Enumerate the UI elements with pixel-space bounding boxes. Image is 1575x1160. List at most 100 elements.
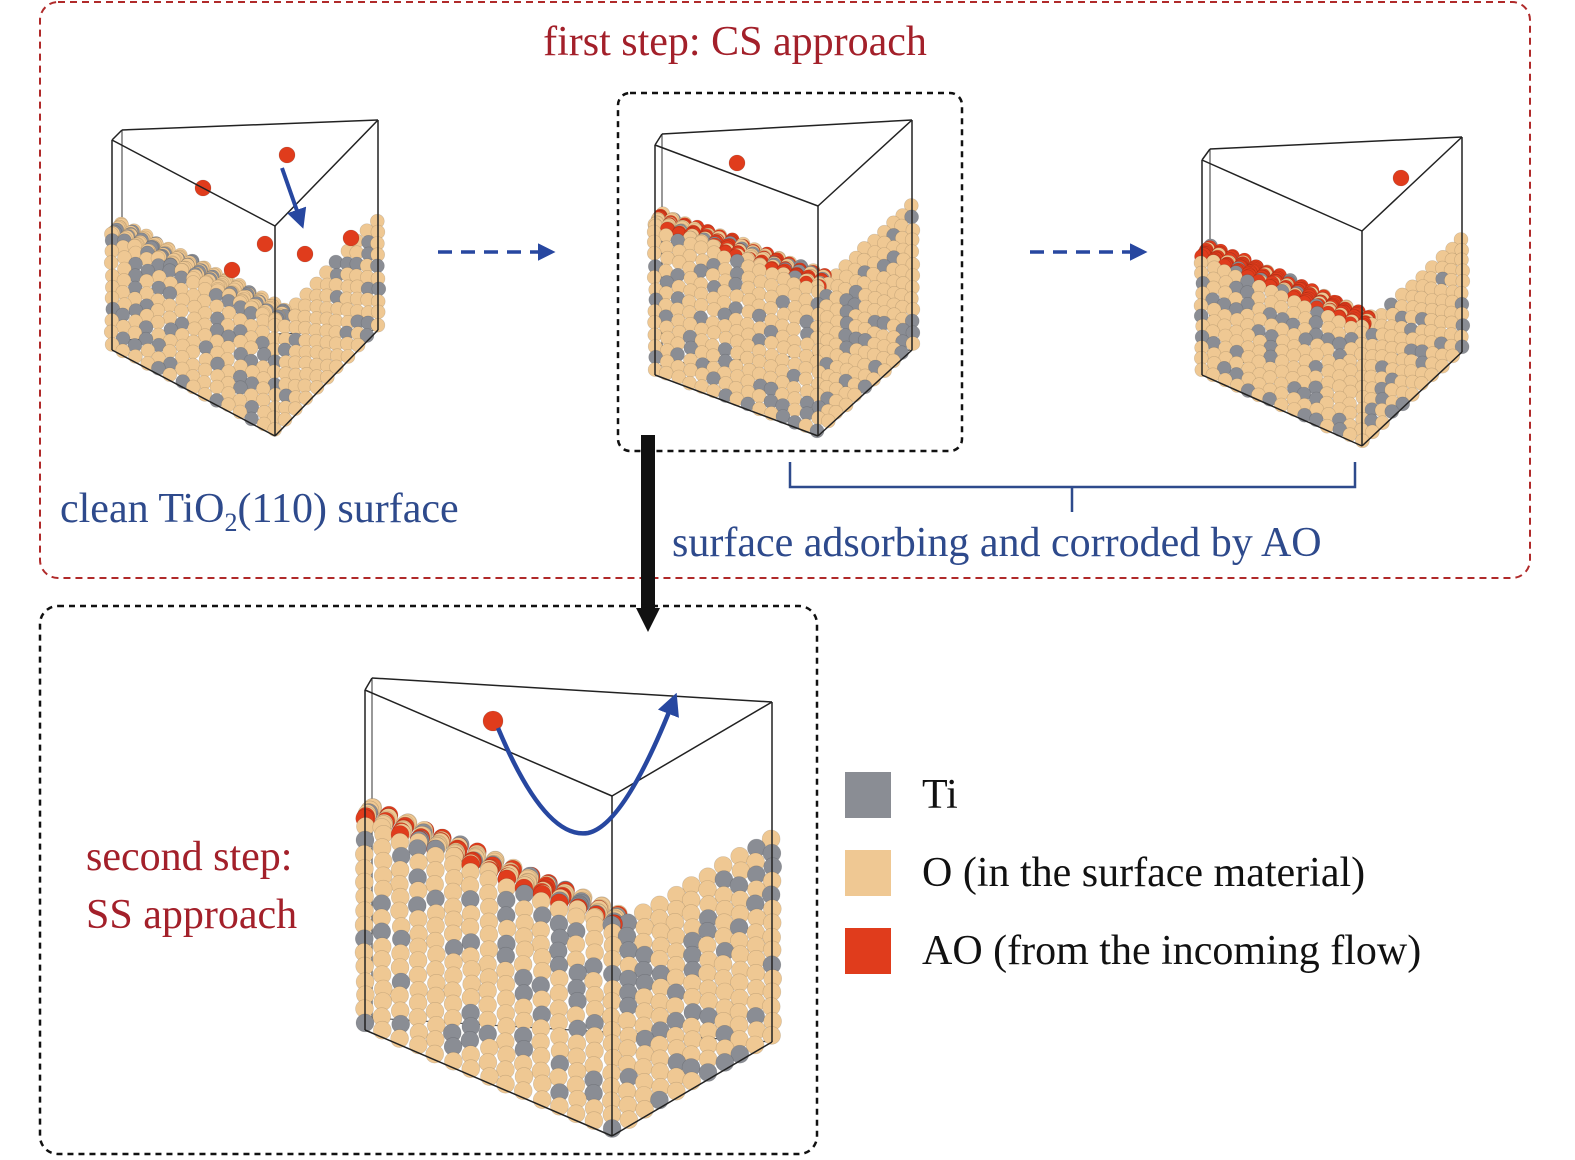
adsorbing-surface-box <box>646 119 921 439</box>
atom-slab <box>103 213 387 437</box>
box-front-edges <box>654 119 913 437</box>
bounce-trajectory-arrow <box>495 692 679 836</box>
box-edge <box>611 1041 773 1137</box>
o-atom <box>309 380 325 395</box>
box-front-edges <box>111 119 379 437</box>
o-atom <box>1375 415 1390 431</box>
atom-slab <box>1193 232 1471 449</box>
o-atom <box>288 401 303 417</box>
box-edge <box>661 119 913 135</box>
o-atom <box>798 371 814 387</box>
o-atom <box>319 369 335 385</box>
ti-atom <box>1384 404 1400 419</box>
legend-label-ti: Ti <box>922 772 958 818</box>
o-atom <box>1405 387 1420 402</box>
first-step-frame <box>39 1 1531 579</box>
selected-state-frame <box>616 91 964 453</box>
o-atom <box>905 336 921 351</box>
incoming-ao-arrow <box>280 167 307 229</box>
ao-atom <box>482 710 504 732</box>
ao-atom <box>256 235 274 253</box>
box-edge <box>1361 136 1463 232</box>
ti-atom <box>359 328 375 343</box>
box-edge <box>817 119 913 207</box>
ao-atom <box>728 154 746 172</box>
box-edge <box>364 677 373 691</box>
second-step-label-line1: second step: <box>86 834 292 880</box>
o-atom <box>372 1020 392 1040</box>
o-atom <box>390 901 409 921</box>
box-edge <box>274 119 379 227</box>
o-atom <box>1445 348 1460 364</box>
ti-atom <box>515 884 534 904</box>
o-atom <box>298 390 314 406</box>
o-atom <box>350 337 366 353</box>
ti-atom <box>1395 396 1410 412</box>
o-atom <box>128 349 143 364</box>
o-atom <box>340 349 356 364</box>
box-edge <box>1201 374 1363 447</box>
clean-surface-label: clean TiO2(110) surface <box>60 486 459 537</box>
ss-approach-box <box>354 677 783 1138</box>
second-step-frame <box>38 604 819 1156</box>
box-edge <box>274 329 379 437</box>
atom-slab <box>646 198 921 439</box>
ti-atom <box>715 1053 735 1072</box>
box-edge <box>111 129 123 141</box>
box-edge <box>1209 136 1463 150</box>
legend-label-ao: AO (from the incoming flow) <box>922 928 1421 974</box>
box-edge <box>817 349 913 437</box>
box-edge <box>371 677 773 703</box>
o-atom <box>162 367 178 383</box>
box-edge <box>1201 159 1363 232</box>
second-step-label-line2: SS approach <box>86 892 297 938</box>
o-atom <box>1365 424 1380 440</box>
transition-arrow-head <box>636 608 660 632</box>
o-atom <box>838 397 854 413</box>
atom-slab <box>354 798 783 1138</box>
ti-atom <box>371 281 387 297</box>
clean-label-prefix: clean TiO <box>60 486 225 532</box>
box-front-edges <box>1201 136 1463 447</box>
box-edge <box>654 374 819 437</box>
legend-swatch-o <box>845 850 891 896</box>
ao-atom <box>296 245 314 263</box>
ao-atom <box>342 229 360 247</box>
o-atom <box>329 359 344 375</box>
o-atom <box>730 945 750 964</box>
ao-atom <box>223 261 241 279</box>
ti-atom <box>1308 412 1324 428</box>
ti-atom <box>751 308 767 324</box>
corroded-surface-box <box>1193 136 1471 449</box>
o-atom <box>584 1111 604 1130</box>
box-edge <box>121 119 379 131</box>
o-atom <box>705 267 721 283</box>
o-atom <box>513 1081 533 1100</box>
clean-label-subscript: 2 <box>225 508 238 537</box>
o-atom <box>277 412 293 427</box>
box-edge <box>111 139 276 227</box>
o-atom <box>550 1097 569 1116</box>
first-step-title: first step: CS approach <box>543 19 927 65</box>
clean-label-suffix: (110) surface <box>238 486 459 532</box>
o-atom <box>103 255 119 270</box>
ao-atom <box>1392 169 1410 187</box>
legend-swatch-ao <box>845 928 891 974</box>
o-atom <box>1414 376 1429 391</box>
o-atom <box>764 335 779 351</box>
transition-arrow-shaft <box>641 435 655 610</box>
o-atom <box>646 270 662 285</box>
box-edge <box>1201 148 1211 161</box>
o-atom <box>1455 273 1471 289</box>
bracket-label: surface adsorbing and corroded by AO <box>672 520 1322 566</box>
box-edge <box>654 133 663 146</box>
o-atom <box>1342 427 1358 443</box>
clean-surface-box <box>103 119 387 437</box>
o-atom <box>408 1035 428 1055</box>
o-atom <box>877 363 892 379</box>
box-edge <box>654 144 819 207</box>
legend-swatch-ti <box>845 772 891 818</box>
box-edge <box>364 689 613 797</box>
o-atom <box>197 362 213 378</box>
